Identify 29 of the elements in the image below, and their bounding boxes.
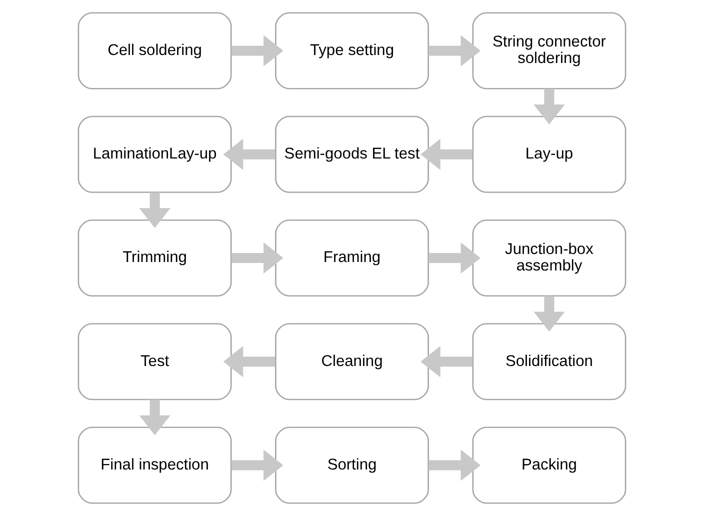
arrow: [420, 138, 472, 170]
arrow: [138, 400, 170, 436]
arrow: [428, 242, 480, 274]
node-box: Solidification: [472, 323, 626, 400]
node-box: Lay-up: [472, 116, 626, 193]
node-box: String connector soldering: [472, 12, 626, 90]
arrow: [428, 35, 480, 66]
arrow: [138, 192, 170, 228]
node-box: Final inspection: [77, 426, 232, 504]
arrow: [230, 35, 283, 66]
arrow: [533, 88, 564, 124]
node-box: Semi-goods EL test: [274, 116, 428, 193]
node-box: Test: [77, 323, 232, 400]
arrow: [428, 450, 480, 481]
arrow: [533, 296, 564, 332]
node-box: LaminationLay-up: [77, 116, 232, 193]
arrow: [420, 346, 472, 378]
node-box: Sorting: [274, 426, 428, 504]
node-box: Cleaning: [274, 323, 428, 400]
arrow: [222, 346, 275, 378]
node-box: Type setting: [274, 12, 428, 90]
arrow: [222, 138, 275, 170]
node-box: Junction-box assembly: [472, 219, 626, 297]
arrow: [230, 450, 283, 481]
node-box: Framing: [274, 219, 428, 297]
node-box: Trimming: [77, 219, 232, 297]
arrow: [230, 242, 283, 274]
node-box: Packing: [472, 426, 626, 504]
node-box: Cell soldering: [77, 12, 232, 90]
